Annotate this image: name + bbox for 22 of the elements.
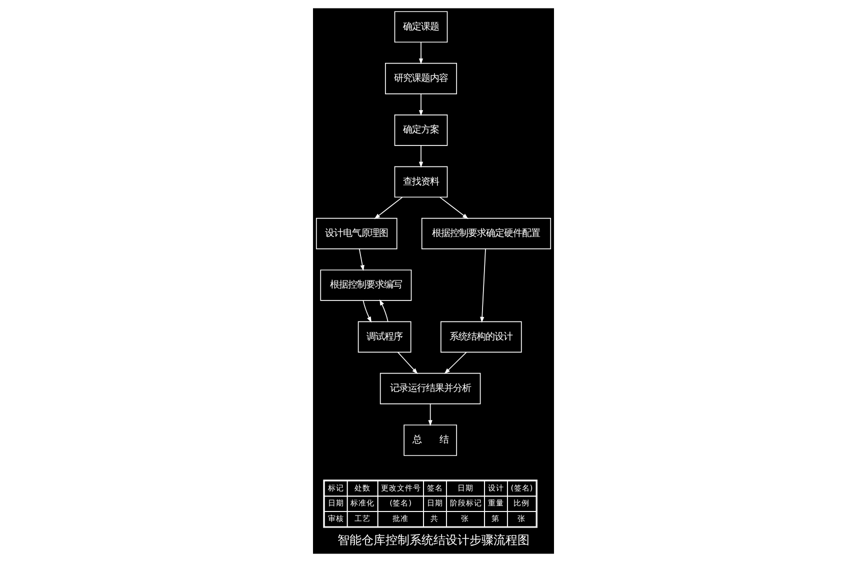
label: 设计	[488, 483, 504, 492]
diagram-title: 智能仓库控制系统结设计步骤流程图	[338, 532, 530, 547]
label: 标准化	[350, 498, 375, 508]
label: 张	[461, 514, 470, 523]
label: (签名)	[390, 498, 412, 508]
label: 日期	[457, 483, 474, 492]
label: 日期	[328, 498, 344, 508]
label: 阶段标记	[450, 498, 482, 508]
label: 张	[518, 514, 526, 523]
label: 批准	[392, 514, 409, 523]
label: 签名	[426, 483, 443, 492]
label: 更改文件号	[381, 483, 422, 492]
label: (签名)	[510, 483, 533, 492]
label: 比例	[514, 498, 530, 508]
label: 工艺	[354, 514, 371, 523]
label: 重量	[488, 498, 504, 508]
label: 共	[430, 514, 439, 523]
label: 日期	[426, 498, 443, 508]
label: 标记	[328, 483, 344, 492]
label: 审核	[328, 514, 344, 523]
label: 第	[492, 514, 500, 523]
label: 处数	[354, 483, 371, 492]
